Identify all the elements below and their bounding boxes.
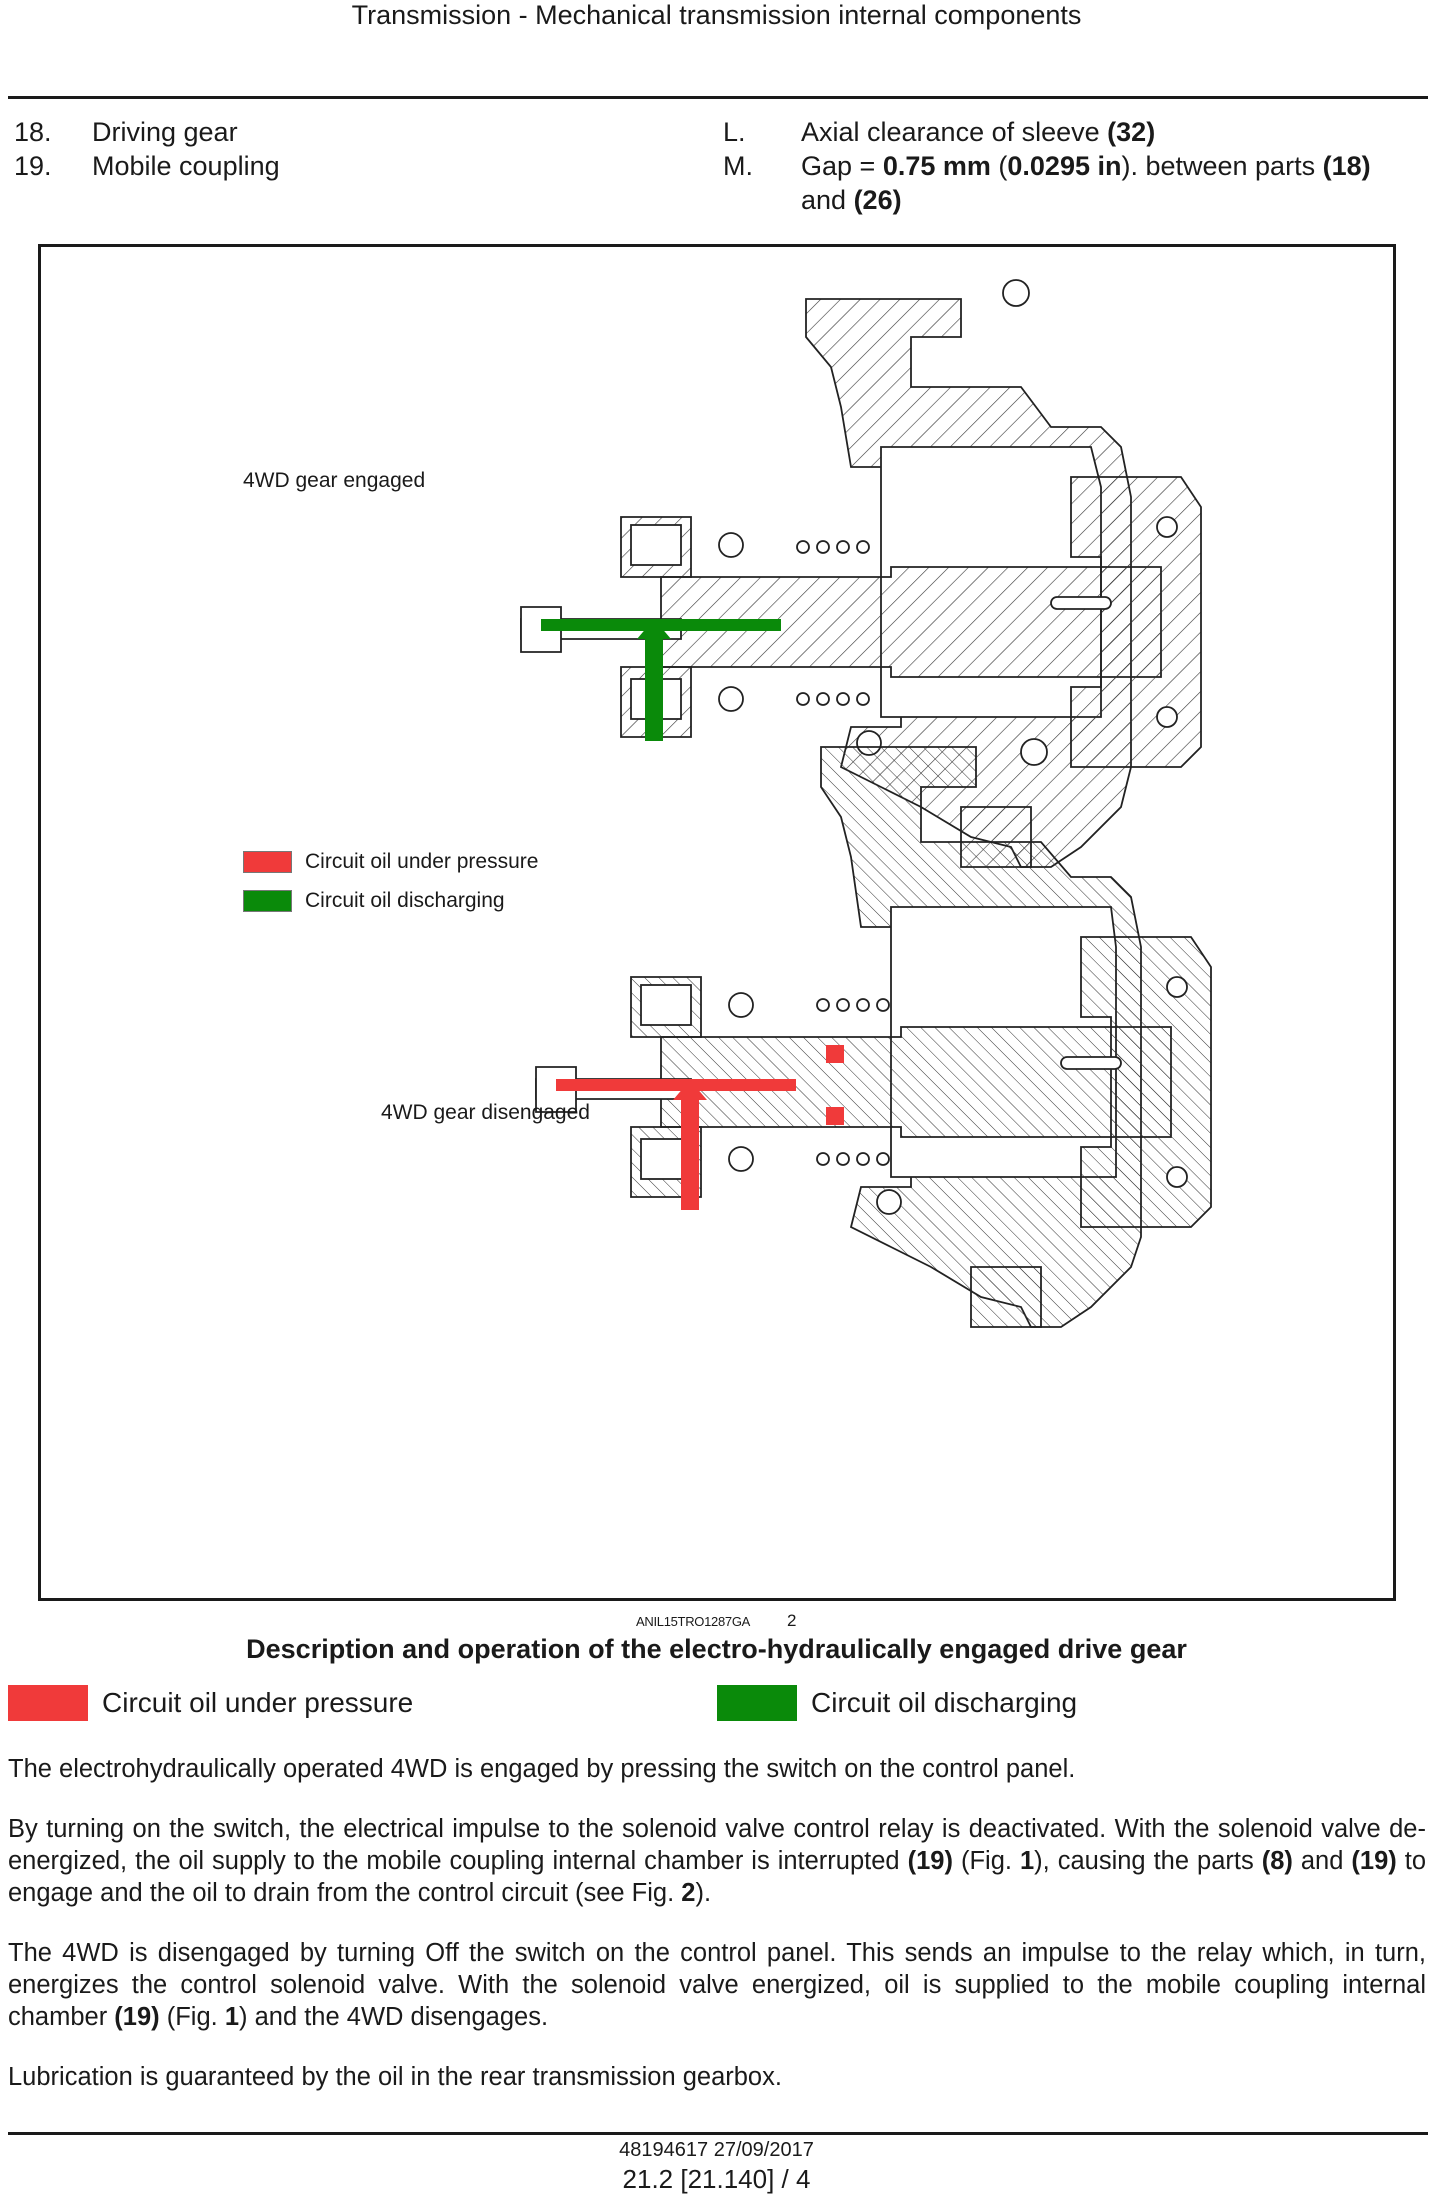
bearing — [630, 524, 682, 566]
oil-passage-discharging — [541, 619, 781, 631]
discharging-legend-label: Circuit oil discharging — [811, 1687, 1078, 1718]
transmission-cross-section-drawing — [520, 279, 1212, 1328]
text-fragment: Gap = — [801, 151, 883, 181]
bearing-ball — [718, 532, 744, 558]
figure-frame: 4WD gear engaged Circuit oil under press… — [38, 244, 1396, 1601]
label-gear-engaged: 4WD gear engaged — [243, 469, 426, 492]
parts-list-right: L. Axial clearance of sleeve (32) M. Gap… — [723, 115, 1403, 217]
part-ref: (19) — [1351, 1847, 1397, 1875]
oil-passage-pressure — [556, 1079, 796, 1091]
footer-divider — [8, 2132, 1428, 2135]
item-text: Gap = 0.75 mm (0.0295 in). between parts… — [801, 149, 1403, 217]
text-fragment: to engage and the oil to drain from the … — [8, 1847, 1427, 1907]
text-fragment: ) and the 4WD disengages. — [239, 2003, 549, 2031]
paragraph-engage-intro: The electrohydraulically operated 4WD is… — [8, 1755, 1076, 1783]
footer-page-number: 21.2 [21.140] / 4 — [622, 2164, 811, 2194]
text-fragment: ). — [695, 1879, 712, 1907]
engaged-bearings — [630, 279, 1178, 756]
item-text-plain: Axial clearance of sleeve — [801, 117, 1108, 147]
figure-code: ANIL15TRO1287GA — [636, 1614, 751, 1629]
item-key: 19. — [14, 151, 52, 181]
bearing — [640, 984, 692, 1026]
oil-passage-pressure-vertical — [681, 1092, 699, 1210]
item-key: L. — [723, 117, 746, 147]
item-text: Mobile coupling — [92, 151, 280, 181]
text-fragment: and — [801, 185, 854, 215]
disengaged-assembly-drawing — [535, 746, 1212, 1328]
list-item: 18. Driving gear — [14, 115, 694, 149]
oil-passage-discharging-vertical — [645, 631, 663, 741]
pressure-chamber-lower — [826, 1107, 844, 1125]
text-bold: (26) — [853, 185, 902, 215]
part-ref: (19) — [114, 2003, 160, 2031]
pressure-chamber-upper — [826, 1045, 844, 1063]
label-gear-disengaged: 4WD gear disengaged — [381, 1101, 590, 1124]
figure-number: 2 — [787, 1611, 797, 1630]
pressure-legend-label: Circuit oil under pressure — [102, 1687, 414, 1718]
disengaged-bearings — [640, 738, 1188, 1215]
text-fragment: By turning on the switch, the electrical… — [8, 1815, 1426, 1875]
text-fragment: ), causing the parts — [1034, 1847, 1262, 1875]
item-text: Axial clearance of sleeve (32) — [801, 115, 1403, 149]
discharging-color-swatch — [717, 1685, 797, 1721]
fig-ref: 1 — [224, 2003, 240, 2031]
bottom-fitting — [970, 1266, 1042, 1328]
text-bold: 0.75 mm — [882, 151, 991, 181]
legend-label-pressure: Circuit oil under pressure — [305, 850, 539, 873]
part-ref: (19) — [907, 1847, 953, 1875]
item-key: 18. — [14, 117, 52, 147]
text-fragment: (Fig. — [952, 1847, 1020, 1875]
arrow-up-icon — [637, 619, 671, 639]
list-item: 19. Mobile coupling — [14, 149, 694, 183]
legend-label-discharging: Circuit oil discharging — [305, 889, 505, 912]
bearing-ball — [718, 686, 744, 712]
page-header-title: Transmission - Mechanical transmission i… — [351, 0, 1082, 30]
part-ref: (8) — [1261, 1847, 1293, 1875]
text-fragment: (Fig. — [159, 2003, 225, 2031]
pressure-color-swatch — [8, 1685, 88, 1721]
header-divider — [8, 96, 1428, 99]
text-fragment: and — [1292, 1847, 1352, 1875]
right-flange — [1080, 936, 1212, 1228]
text-fragment: The 4WD is disengaged by turning Off the… — [8, 1939, 1426, 2031]
text-bold: (18) — [1322, 151, 1371, 181]
text-fragment: ( — [990, 151, 1008, 181]
color-legend-discharging: Circuit oil discharging — [717, 1685, 1077, 1721]
paragraph-engage-detail: By turning on the switch, the electrical… — [8, 1813, 1426, 1909]
footer-document-id: 48194617 27/09/2017 — [619, 2139, 814, 2161]
color-legend-pressure: Circuit oil under pressure — [8, 1685, 413, 1721]
parts-list-left: 18. Driving gear 19. Mobile coupling — [14, 115, 694, 183]
list-item: M. Gap = 0.75 mm (0.0295 in). between pa… — [723, 149, 1403, 217]
paragraph-disengage: The 4WD is disengaged by turning Off the… — [8, 1937, 1426, 2033]
paragraph-lubrication: Lubrication is guaranteed by the oil in … — [8, 2063, 782, 2091]
section-title: Description and operation of the electro… — [246, 1634, 1187, 1664]
legend-swatch-discharging — [243, 890, 292, 912]
item-ref: (32) — [1107, 117, 1156, 147]
text-bold: 0.0295 in — [1007, 151, 1122, 181]
item-key: M. — [723, 151, 753, 181]
fig-ref: 2 — [681, 1879, 696, 1907]
item-text: Driving gear — [92, 117, 238, 147]
arrow-up-icon — [673, 1080, 707, 1100]
fig-ref: 1 — [1019, 1847, 1035, 1875]
text-fragment: ). between parts — [1121, 151, 1323, 181]
list-item: L. Axial clearance of sleeve (32) — [723, 115, 1403, 149]
right-flange — [1070, 476, 1202, 768]
legend-swatch-pressure — [243, 851, 292, 873]
